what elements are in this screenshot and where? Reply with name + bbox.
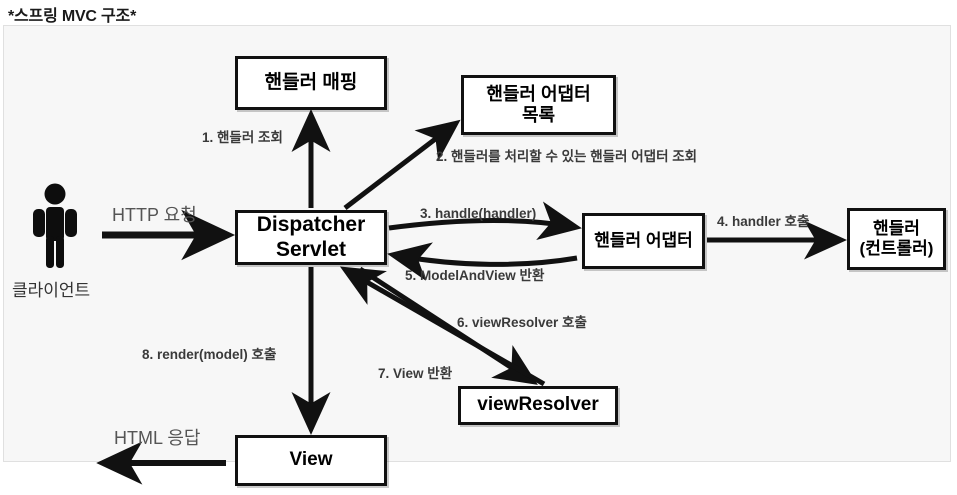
edge-label-step5: 5. ModelAndView 반환	[405, 268, 545, 283]
node-controller[interactable]: 핸들러 (컨트롤러)	[847, 208, 946, 270]
node-view-resolver-label: viewResolver	[477, 394, 599, 416]
page-title: *스프링 MVC 구조*	[8, 8, 137, 25]
edge-label-step6: 6. viewResolver 호출	[457, 315, 587, 330]
node-handler-adapter-list-label: 핸들러 어댑터 목록	[486, 83, 591, 125]
edge-label-step4: 4. handler 호출	[717, 214, 810, 229]
edge-label-step3: 3. handle(handler)	[420, 206, 537, 221]
node-view[interactable]: View	[235, 435, 387, 486]
node-handler-mapping[interactable]: 핸들러 매핑	[235, 56, 387, 110]
edge-label-step8: 8. render(model) 호출	[142, 347, 277, 362]
node-handler-adapter-label: 핸들러 어댑터	[594, 230, 693, 250]
label-http-response: HTML 응답	[114, 428, 201, 448]
client-label: 클라이언트	[12, 281, 91, 300]
node-view-label: View	[289, 449, 333, 471]
node-view-resolver[interactable]: viewResolver	[458, 386, 618, 425]
label-http-request: HTTP 요청	[112, 205, 197, 225]
node-dispatcher-servlet[interactable]: Dispatcher Servlet	[235, 210, 387, 265]
node-handler-adapter-list[interactable]: 핸들러 어댑터 목록	[461, 75, 616, 135]
edge-label-step2: 2. 핸들러를 처리할 수 있는 핸들러 어댑터 조회	[436, 149, 698, 164]
node-controller-label: 핸들러 (컨트롤러)	[859, 218, 934, 258]
edge-label-step1: 1. 핸들러 조회	[202, 130, 283, 145]
diagram-canvas: 클라이언트 핸들러 매핑 핸들러 어댑터 목록 Dispatcher Servl…	[3, 25, 951, 486]
node-dispatcher-servlet-label: Dispatcher Servlet	[256, 212, 366, 261]
edge-label-step7: 7. View 반환	[378, 366, 453, 381]
node-handler-mapping-label: 핸들러 매핑	[264, 71, 358, 93]
arrow-step5	[387, 242, 578, 281]
arrow-step3	[388, 201, 582, 240]
person-icon	[33, 183, 77, 268]
node-handler-adapter[interactable]: 핸들러 어댑터	[582, 213, 705, 269]
arrow-step2	[343, 119, 461, 210]
